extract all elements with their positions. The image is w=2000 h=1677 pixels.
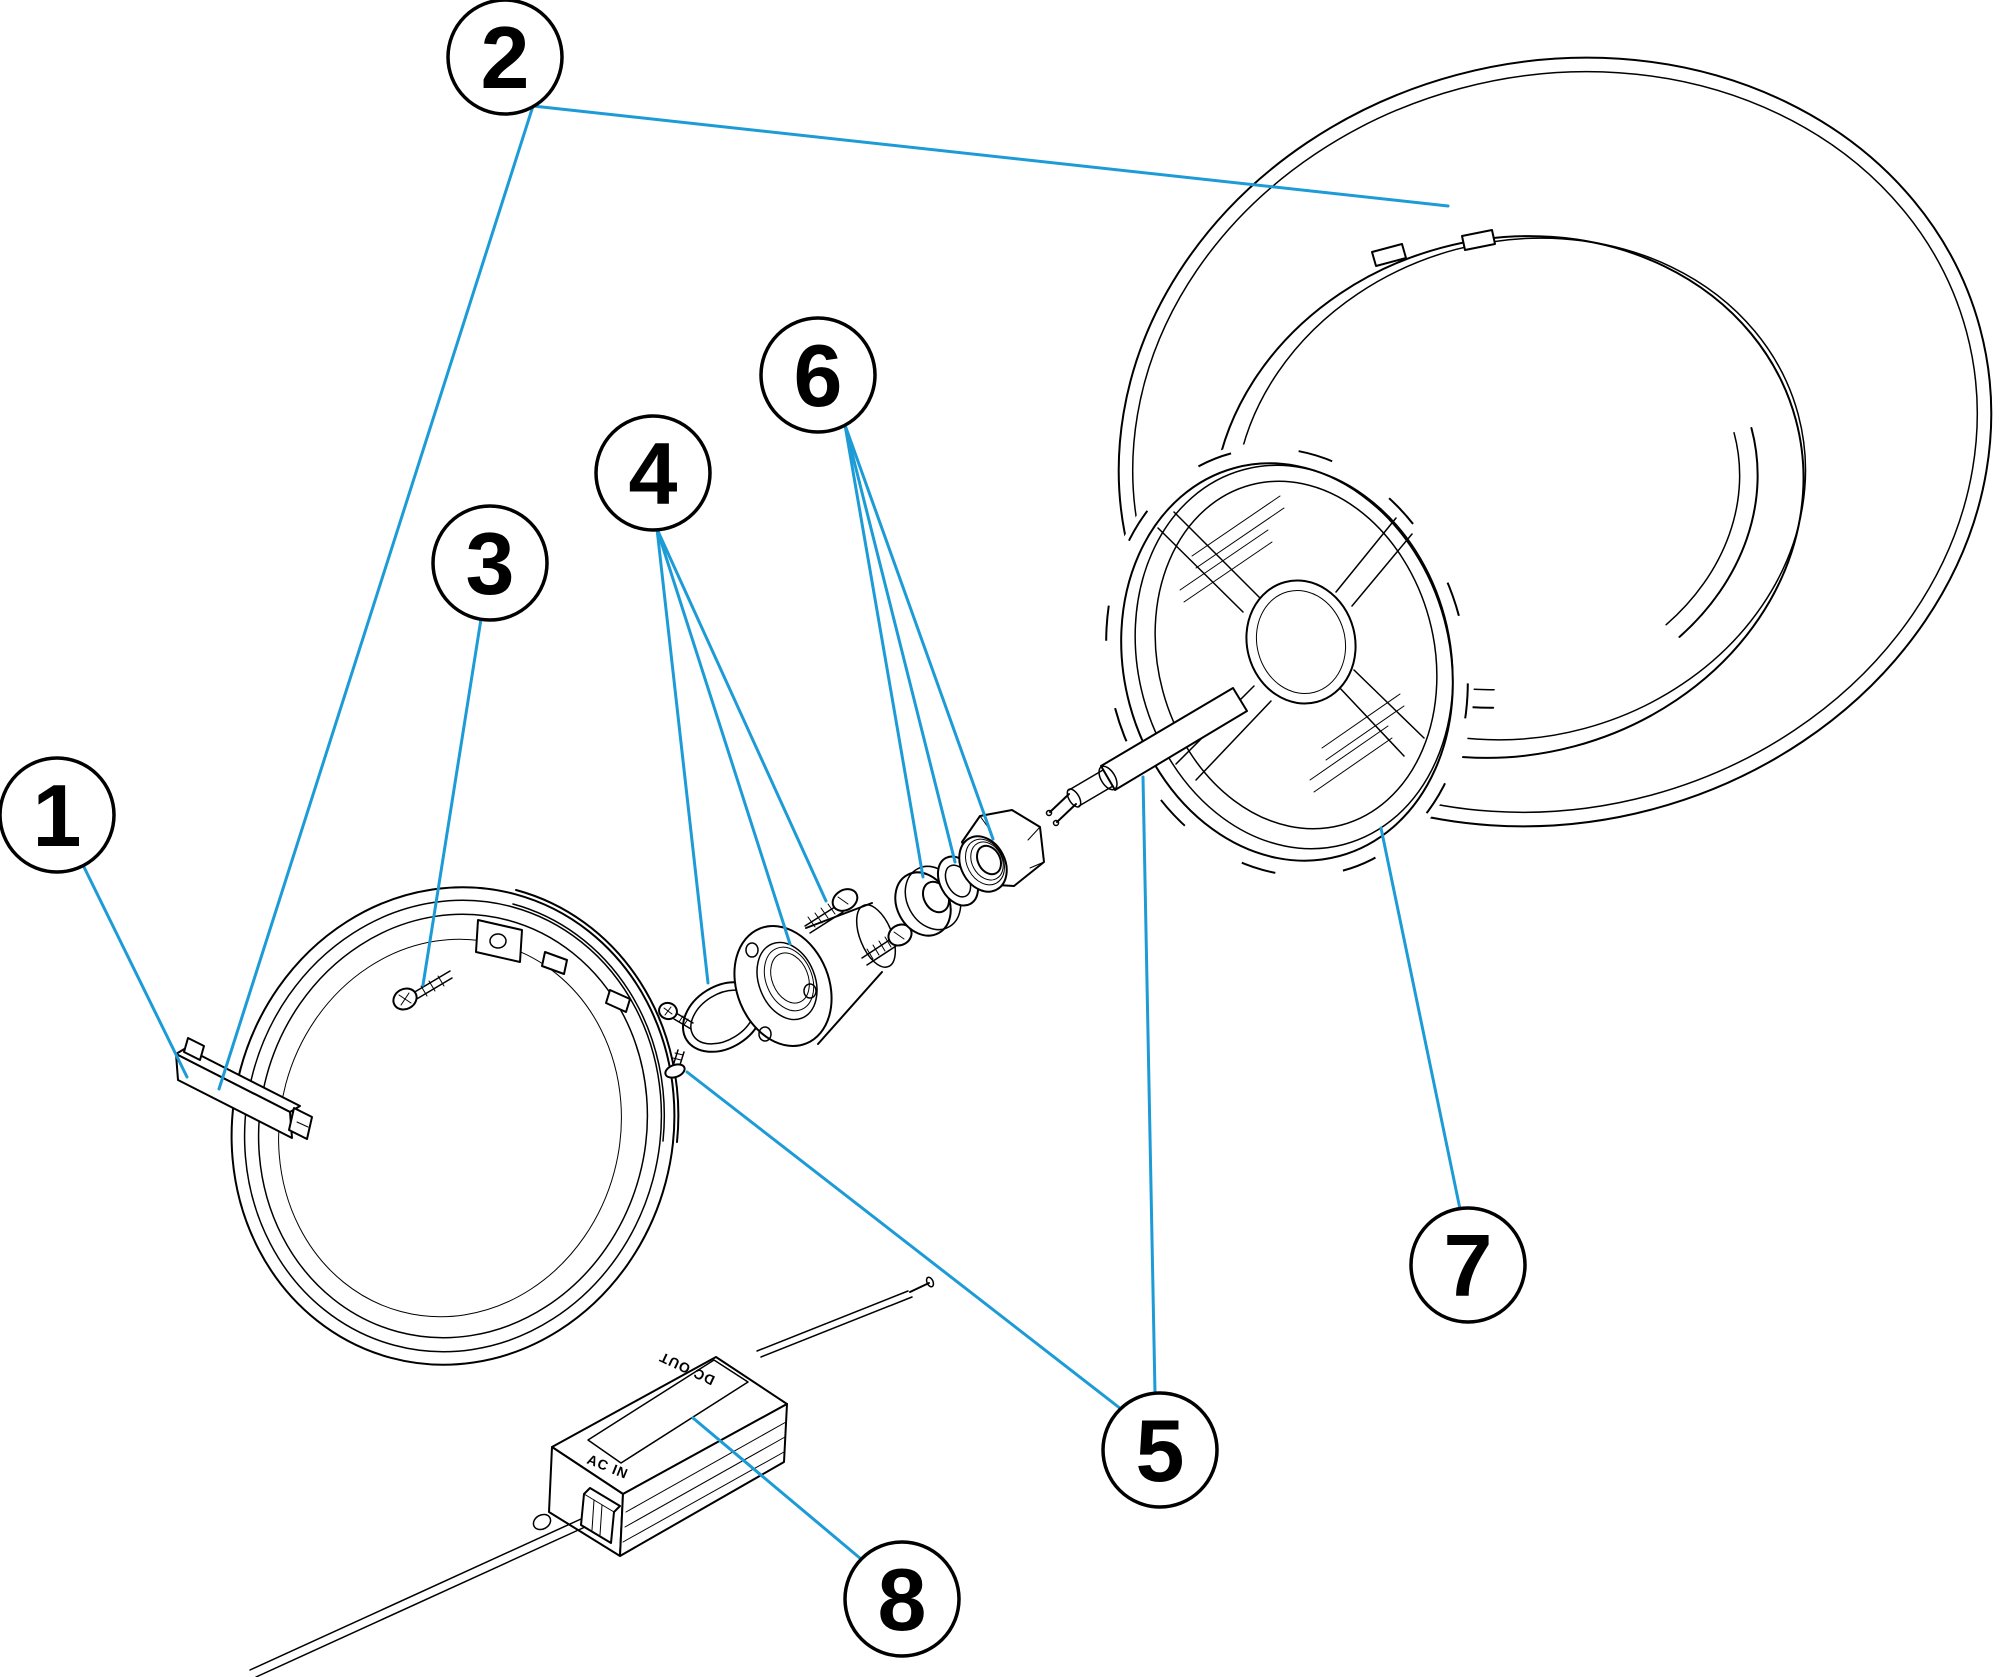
callout-2: 2 xyxy=(446,0,564,116)
cable-sleeve xyxy=(1100,687,1248,791)
fixing-ring-castellation-gaps xyxy=(1102,444,1472,880)
leader-line-5-2 xyxy=(685,1070,1123,1411)
fixing-ring-vent-slots xyxy=(1179,495,1405,793)
screw-small-2 xyxy=(664,1049,686,1079)
leader-line-8-1 xyxy=(691,1416,863,1561)
callout-7: 7 xyxy=(1409,1206,1527,1324)
lamp-screw xyxy=(392,970,453,1011)
trim-ring-clip-arc-inner xyxy=(1279,295,1741,691)
screw-long-1 xyxy=(804,888,859,934)
screw-small-1 xyxy=(658,1001,694,1030)
leader-line-7-1 xyxy=(1379,826,1462,1211)
callout-6: 6 xyxy=(759,316,877,434)
clip-front-face xyxy=(175,1053,293,1139)
callout-number-6: 6 xyxy=(794,326,843,425)
fixing-hardware xyxy=(658,809,1045,1079)
lamp-outer-rim xyxy=(230,886,676,1366)
leader-line-3-1 xyxy=(421,617,483,987)
leader-line-4-1 xyxy=(655,527,710,985)
fixing-ring-spokes xyxy=(1157,511,1425,781)
lamp-rim-line-1 xyxy=(243,899,663,1353)
grommet xyxy=(894,865,962,937)
callout-circle-1 xyxy=(0,756,116,874)
leader-line-5-1 xyxy=(1141,775,1157,1395)
lamp-lug-hole xyxy=(489,933,507,949)
callout-4: 4 xyxy=(594,414,712,532)
trim-ring-notch-2 xyxy=(1461,229,1496,251)
cable-wire-2 xyxy=(1056,803,1077,823)
callout-circle-7 xyxy=(1409,1206,1527,1324)
leader-line-2-1 xyxy=(531,104,1450,208)
leader-line-2-2 xyxy=(217,104,535,1091)
leader-line-4-2 xyxy=(655,527,792,946)
callout-circle-8 xyxy=(843,1540,961,1658)
callout-circle-6 xyxy=(759,316,877,434)
gland-hole-3 xyxy=(758,1026,772,1042)
callout-1: 1 xyxy=(0,756,116,874)
callout-number-8: 8 xyxy=(878,1550,927,1649)
callout-circle-2 xyxy=(446,0,564,116)
cable xyxy=(1045,687,1248,827)
gland-nut xyxy=(958,809,1045,893)
callout-3: 3 xyxy=(431,504,549,622)
gland-hole-2 xyxy=(803,983,817,999)
trim-ring-clip-arc-outer xyxy=(1261,277,1759,709)
lamp-mounting-lug xyxy=(475,919,523,963)
fixing-ring-hub xyxy=(1245,579,1357,705)
callout-balloons: 1 2 3 4 5 6 7 8 xyxy=(0,0,1527,1658)
dc-cable xyxy=(756,1276,935,1358)
gland-body xyxy=(733,902,897,1048)
ac-cable xyxy=(249,1518,586,1677)
lamp xyxy=(230,886,680,1366)
lamp-rim-line-2 xyxy=(257,913,649,1339)
callout-5: 5 xyxy=(1101,1391,1219,1509)
power-supply: AC IN DC OUT xyxy=(249,1276,935,1677)
callout-circle-3 xyxy=(431,504,549,622)
fixing-ring-hub-inner xyxy=(1255,589,1347,695)
callout-number-2: 2 xyxy=(481,8,530,107)
callout-circle-4 xyxy=(594,414,712,532)
leader-line-6-3 xyxy=(843,423,995,841)
callout-circle-5 xyxy=(1101,1391,1219,1509)
cable-sleeve-cap xyxy=(1098,765,1118,791)
psu-side-face xyxy=(619,1403,788,1557)
leader-line-6-2 xyxy=(843,423,957,864)
cable-inner-sheath-cap xyxy=(1066,788,1082,808)
leader-line-6-1 xyxy=(843,423,925,879)
trim-ring-notch-1 xyxy=(1371,243,1407,267)
leader-line-1-1 xyxy=(81,863,189,1079)
callout-number-3: 3 xyxy=(466,514,515,613)
fixing-ring-outer-rim xyxy=(1120,462,1454,862)
psu-mounting-ear xyxy=(532,1513,552,1531)
lamp-clamp-band-inner xyxy=(512,903,666,1142)
fixing-ring-rim-depth xyxy=(1134,464,1454,850)
leader-lines xyxy=(81,104,1462,1561)
lamp-hinge-2 xyxy=(605,989,631,1013)
callout-8: 8 xyxy=(843,1540,961,1658)
fixing-ring xyxy=(1100,442,1474,882)
psu-sticker xyxy=(587,1359,749,1464)
gland-hole-1 xyxy=(745,942,759,958)
leader-line-4-3 xyxy=(655,527,828,903)
lamp-hinge-1 xyxy=(541,951,568,975)
callout-number-1: 1 xyxy=(33,766,82,865)
cable-wire-1 xyxy=(1049,793,1070,813)
callout-number-5: 5 xyxy=(1136,1401,1185,1500)
fixing-ring-inner-rim xyxy=(1154,480,1438,830)
gland-flange xyxy=(733,924,833,1048)
callout-number-7: 7 xyxy=(1444,1216,1493,1315)
clip-hook-left xyxy=(183,1037,205,1061)
retaining-clip xyxy=(175,1037,313,1140)
lamp-clamp-band-outer xyxy=(515,889,680,1143)
callout-number-4: 4 xyxy=(629,424,678,523)
psu-plug xyxy=(580,1487,621,1544)
